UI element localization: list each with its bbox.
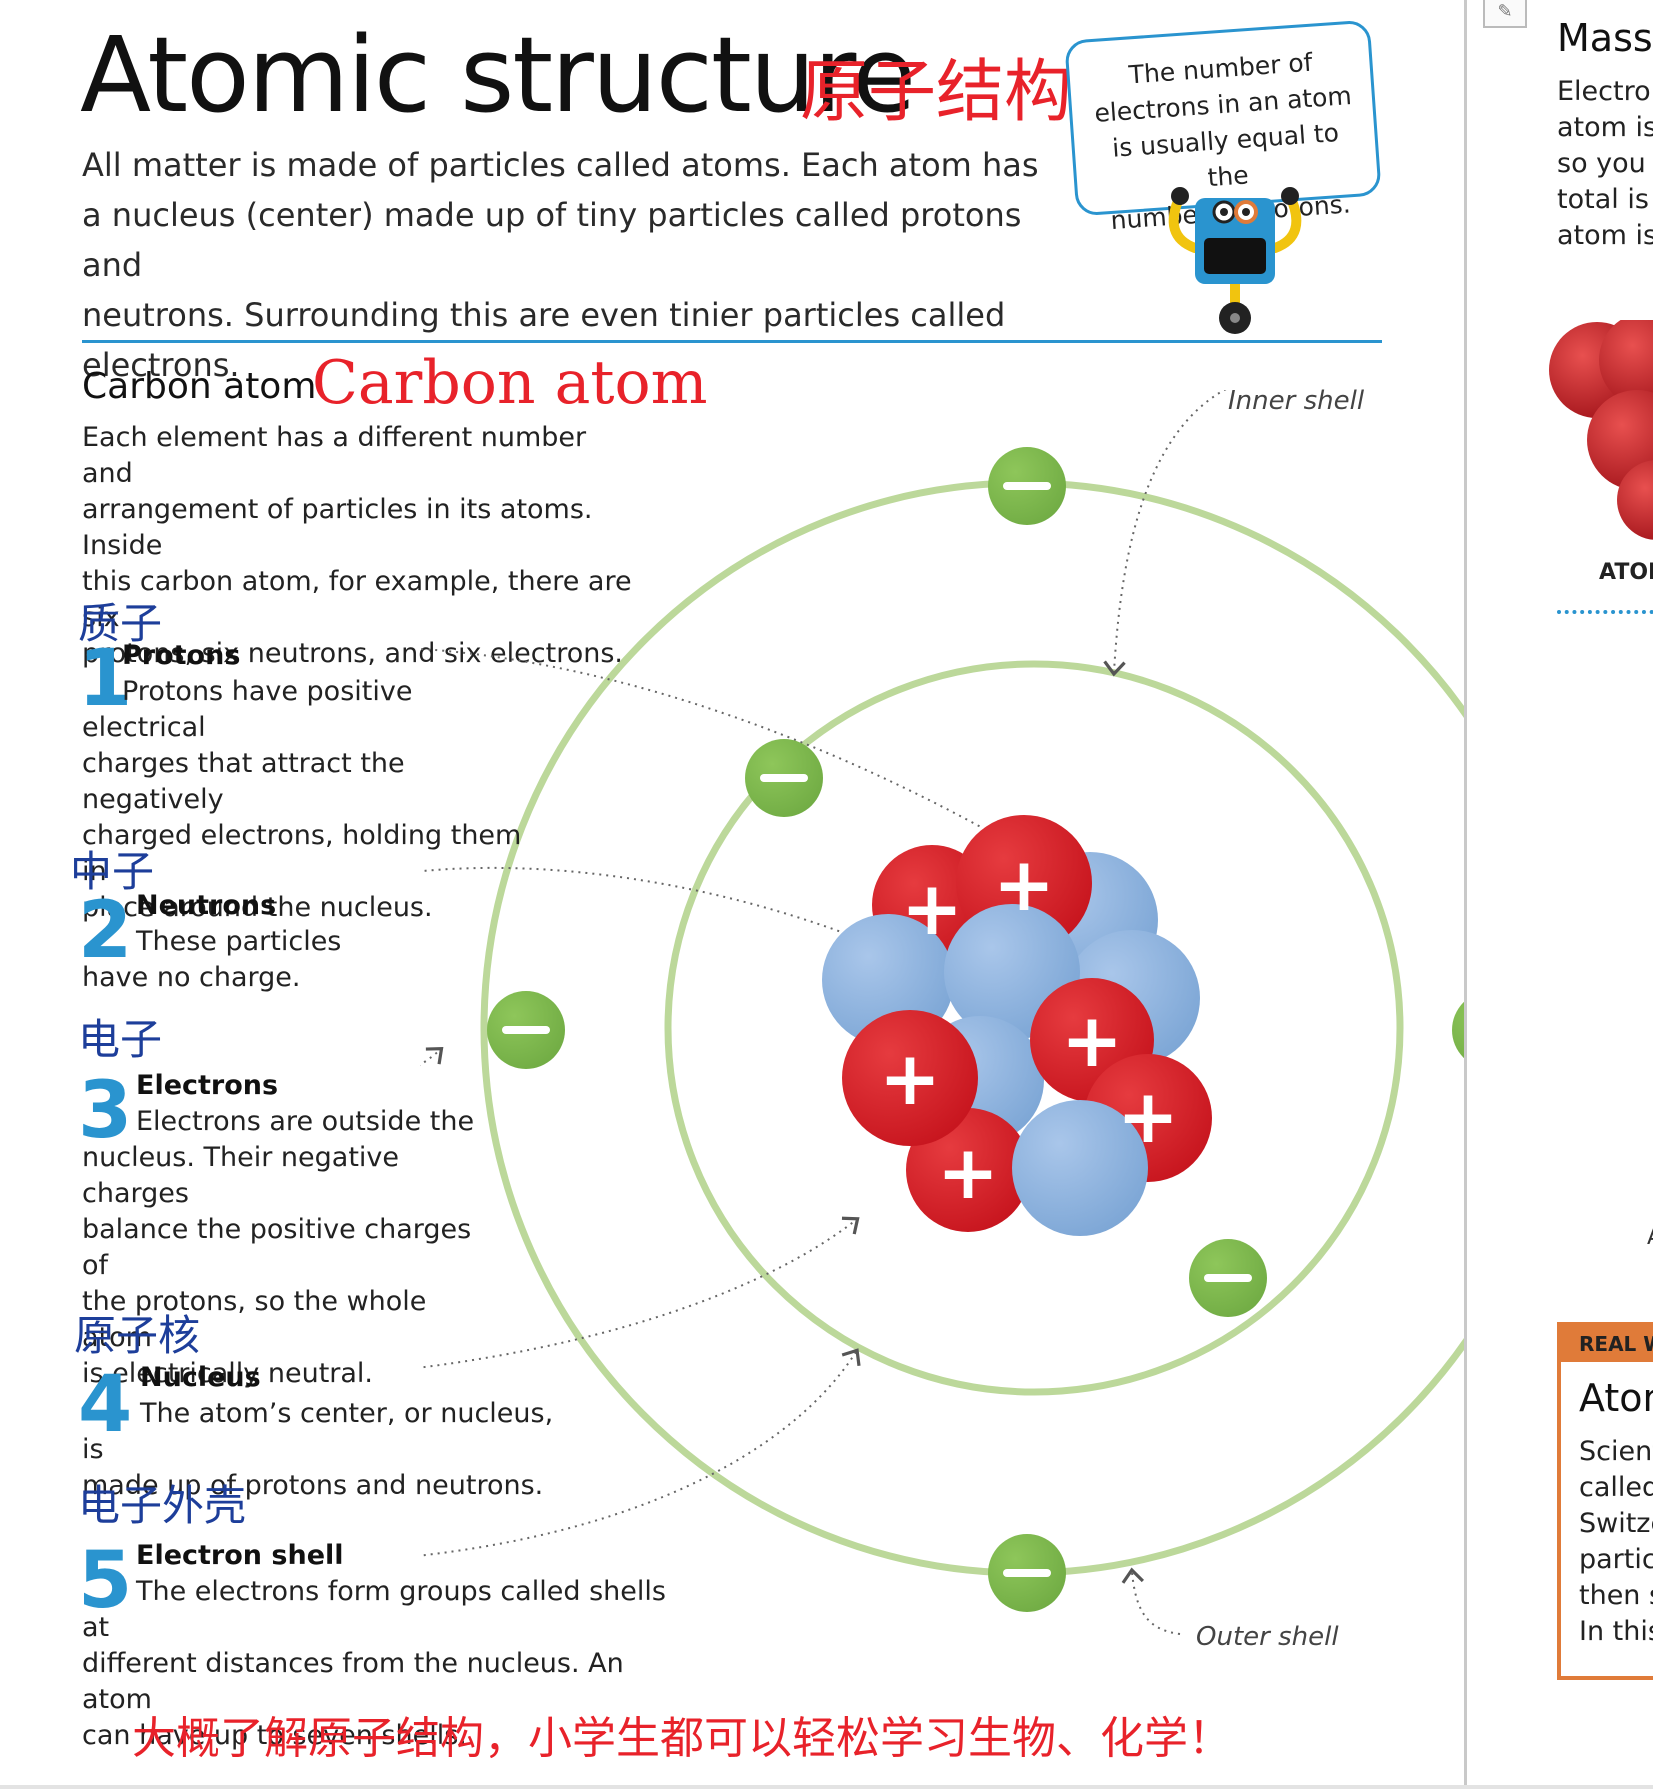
electron-shell-chinese-label: 电子外壳 xyxy=(78,1481,247,1530)
right-page-heading: Mass xyxy=(1557,16,1653,60)
section-title: Carbon atom xyxy=(82,366,317,407)
dotted-divider xyxy=(1557,610,1653,614)
protons-title: Protons xyxy=(122,640,241,671)
outer-shell-label: Outer shell xyxy=(1196,1622,1339,1652)
protons-leader-line xyxy=(420,647,1012,848)
page-title-chinese: 原子结构 xyxy=(800,53,1073,132)
page-bottom-edge xyxy=(0,1785,1653,1789)
header-divider xyxy=(82,340,1382,343)
neutrons-title: Neutrons xyxy=(136,890,277,921)
proton-plus-sign: + xyxy=(901,866,963,952)
electron-minus-sign xyxy=(1204,1274,1252,1282)
protons-chinese-label: 质子 xyxy=(78,599,163,648)
outer-shell-leader-line xyxy=(1121,1567,1181,1635)
proton-plus-sign: + xyxy=(1061,998,1123,1084)
proton-plus-sign: + xyxy=(879,1036,941,1122)
right-page: ✎ Mass Electrons atom is so you c total … xyxy=(1464,0,1653,1789)
protons-description: Protons have positive electrical charges… xyxy=(82,676,522,923)
proton-plus-sign: + xyxy=(993,842,1055,928)
atom-model-illustration xyxy=(1549,320,1653,540)
inner-shell-leader-line xyxy=(1103,390,1227,677)
electrons-title: Electrons xyxy=(136,1070,279,1101)
real-world-box-header: REAL W xyxy=(1561,1326,1653,1362)
pencil-icon[interactable]: ✎ xyxy=(1483,0,1527,28)
item-number-2: 2 xyxy=(78,886,133,976)
electrons-leader-line xyxy=(420,1047,444,1067)
electron-minus-sign xyxy=(1003,1569,1051,1577)
real-world-box-title: Atom xyxy=(1579,1376,1653,1420)
electron-minus-sign xyxy=(1003,482,1051,490)
neutron xyxy=(1012,1100,1148,1236)
nucleus-title: Nucleus xyxy=(140,1362,261,1393)
item-number-4: 4 xyxy=(78,1360,133,1450)
section-title-annotation: Carbon atom xyxy=(312,348,708,418)
electron xyxy=(1452,1001,1464,1059)
inner-shell-label: Inner shell xyxy=(1228,386,1365,416)
left-page: Atomic structure 原子结构 All matter is made… xyxy=(70,14,1464,1764)
footer-caption: 大概了解原子结构，小学生都可以轻松学习生物、化学！ xyxy=(132,1713,1232,1764)
right-page-paragraph: Electrons atom is so you c total is c at… xyxy=(1557,76,1653,251)
robot-illustration xyxy=(1168,187,1302,334)
nucleus-description: The atom’s center, or nucleus, is made u… xyxy=(82,1398,554,1501)
atom-label: ATOM xyxy=(1599,560,1653,585)
page-title: Atomic structure xyxy=(80,14,916,136)
proton xyxy=(842,1010,978,1146)
atom-diagram: ++++++ xyxy=(420,390,1464,1635)
neutrons-leader-line xyxy=(420,866,893,957)
item-number-1: 1 xyxy=(78,634,133,724)
neutrons-chinese-label: 中子 xyxy=(70,847,155,896)
robot-screen xyxy=(1204,238,1266,274)
proton-plus-sign: + xyxy=(937,1130,999,1216)
nucleus-chinese-label: 原子核 xyxy=(74,1311,201,1360)
electron-shell-description: The electrons form groups called shells … xyxy=(82,1576,666,1751)
inner-shell xyxy=(664,660,1404,1396)
real-world-box-text: Scienti called Switze particle then sr I… xyxy=(1579,1436,1653,1647)
electrons-chinese-label: 电子 xyxy=(78,1015,163,1064)
electron-minus-sign xyxy=(760,774,808,782)
electrons-description: Electrons are outside the nucleus. Their… xyxy=(82,1106,475,1389)
item-number-5: 5 xyxy=(78,1536,133,1626)
proton-plus-sign: + xyxy=(1117,1074,1179,1160)
electron-minus-sign xyxy=(502,1026,550,1034)
neutrons-description: These particles have no charge. xyxy=(82,926,342,993)
cut-off-letter: A xyxy=(1647,1225,1653,1250)
item-number-3: 3 xyxy=(78,1066,133,1156)
intro-paragraph: All matter is made of particles called a… xyxy=(82,146,1039,384)
electron-shell-title: Electron shell xyxy=(136,1540,344,1571)
real-world-box: REAL W Atom Scienti called Switze partic… xyxy=(1557,1322,1653,1680)
